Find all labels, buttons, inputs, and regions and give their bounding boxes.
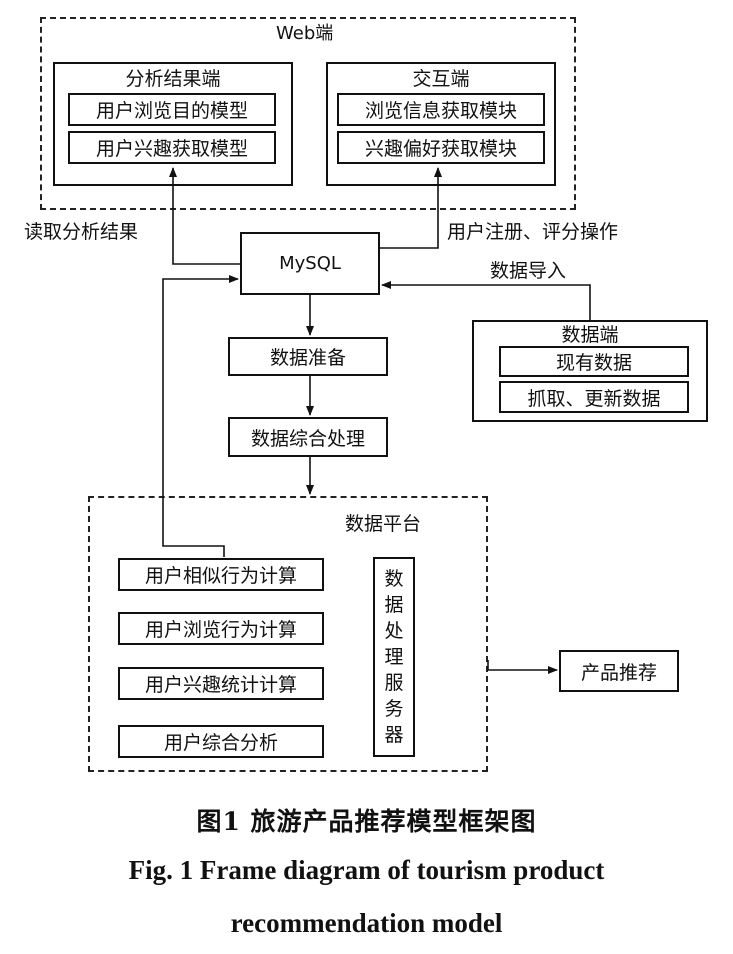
interaction-end-title: 交互端 bbox=[412, 68, 470, 90]
data-platform-frame bbox=[88, 496, 488, 772]
crawl-update-data-box: 抓取、更新数据 bbox=[499, 381, 689, 413]
web-tier-frame bbox=[40, 17, 576, 210]
figure-caption-cn: 图1 旅游产品推荐模型框架图 bbox=[196, 807, 537, 836]
browse-purpose-model: 用户浏览目的模型 bbox=[68, 93, 276, 126]
data-processing-server: 数 据 处 理 服 务 器 bbox=[373, 557, 415, 757]
arrow-platform-to-mysql bbox=[162, 275, 239, 557]
read-results-label: 读取分析结果 bbox=[24, 221, 139, 243]
server-char: 处 bbox=[384, 620, 404, 642]
arrow-mysql-to-interaction bbox=[380, 167, 442, 249]
mysql-box: MySQL bbox=[240, 232, 380, 295]
figure-caption-en-line1: Fig. 1 Frame diagram of tourism product bbox=[128, 855, 605, 885]
data-import-label: 数据导入 bbox=[490, 260, 567, 282]
server-char: 数 bbox=[384, 568, 404, 590]
interest-acquisition-model: 用户兴趣获取模型 bbox=[68, 131, 276, 164]
server-char: 器 bbox=[384, 724, 404, 746]
arrow-platform-to-output bbox=[487, 660, 558, 674]
comprehensive-analysis: 用户综合分析 bbox=[118, 725, 324, 758]
server-char: 务 bbox=[384, 698, 404, 720]
analysis-end-title: 分析结果端 bbox=[125, 68, 221, 90]
figure-caption-en-line2: recommendation model bbox=[230, 908, 503, 938]
data-platform-title: 数据平台 bbox=[345, 513, 422, 535]
server-char: 理 bbox=[384, 646, 404, 668]
server-char: 据 bbox=[384, 594, 404, 616]
interest-preference-module: 兴趣偏好获取模块 bbox=[337, 131, 545, 164]
arrow-datasource-to-mysql bbox=[381, 281, 591, 320]
existing-data-box: 现有数据 bbox=[499, 346, 689, 377]
product-recommendation-box: 产品推荐 bbox=[559, 650, 679, 692]
browse-behavior-calc: 用户浏览行为计算 bbox=[118, 612, 324, 645]
interest-statistics-calc: 用户兴趣统计计算 bbox=[118, 667, 324, 700]
data-source-title: 数据端 bbox=[561, 324, 619, 346]
web-tier-title: Web端 bbox=[276, 23, 334, 44]
browse-info-module: 浏览信息获取模块 bbox=[337, 93, 545, 126]
register-rate-label: 用户注册、评分操作 bbox=[447, 221, 619, 243]
server-char: 服 bbox=[384, 672, 404, 694]
data-processing-box: 数据综合处理 bbox=[228, 417, 388, 457]
data-preparation-box: 数据准备 bbox=[228, 337, 388, 376]
arrow-mysql-to-analysis bbox=[169, 167, 240, 265]
similar-behavior-calc: 用户相似行为计算 bbox=[118, 558, 324, 591]
